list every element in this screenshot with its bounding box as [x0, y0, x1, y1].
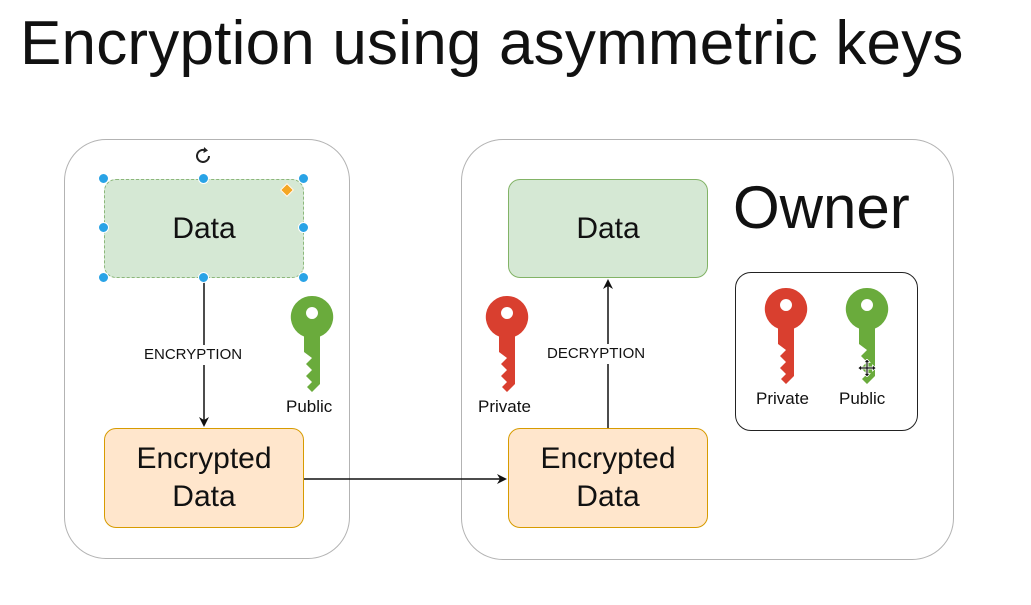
key-legend[interactable]	[735, 272, 918, 431]
resize-handle-top-right[interactable]	[298, 173, 309, 184]
private-key-caption: Private	[478, 397, 531, 416]
legend-public-key-icon[interactable]	[845, 288, 889, 384]
owner-heading: Owner	[733, 174, 910, 241]
resize-handle-bottom-left[interactable]	[98, 272, 109, 283]
legend-public-caption: Public	[839, 389, 886, 408]
move-cursor-icon	[858, 359, 876, 377]
owner-encrypted-data-node[interactable]: Encrypted Data	[508, 428, 708, 528]
resize-handle-left[interactable]	[98, 222, 109, 233]
rotate-icon[interactable]	[192, 145, 214, 167]
decryption-label: DECRYPTION	[544, 344, 649, 364]
resize-handle-bottom[interactable]	[198, 272, 209, 283]
legend-private-key-icon[interactable]	[764, 288, 808, 384]
public-key-caption: Public	[286, 397, 333, 416]
legend-private-caption: Private	[756, 389, 809, 408]
public-key-icon[interactable]	[290, 296, 334, 392]
resize-handle-bottom-right[interactable]	[298, 272, 309, 283]
resize-handle-top-left[interactable]	[98, 173, 109, 184]
owner-data-node[interactable]: Data	[508, 179, 708, 278]
sender-encrypted-data-node[interactable]: Encrypted Data	[104, 428, 304, 528]
page-title: Encryption using asymmetric keys	[20, 9, 964, 78]
sender-data-node[interactable]: Data	[104, 179, 304, 278]
resize-handle-top[interactable]	[198, 173, 209, 184]
encryption-label: ENCRYPTION	[141, 345, 246, 365]
private-key-icon[interactable]	[485, 296, 529, 392]
resize-handle-right[interactable]	[298, 222, 309, 233]
